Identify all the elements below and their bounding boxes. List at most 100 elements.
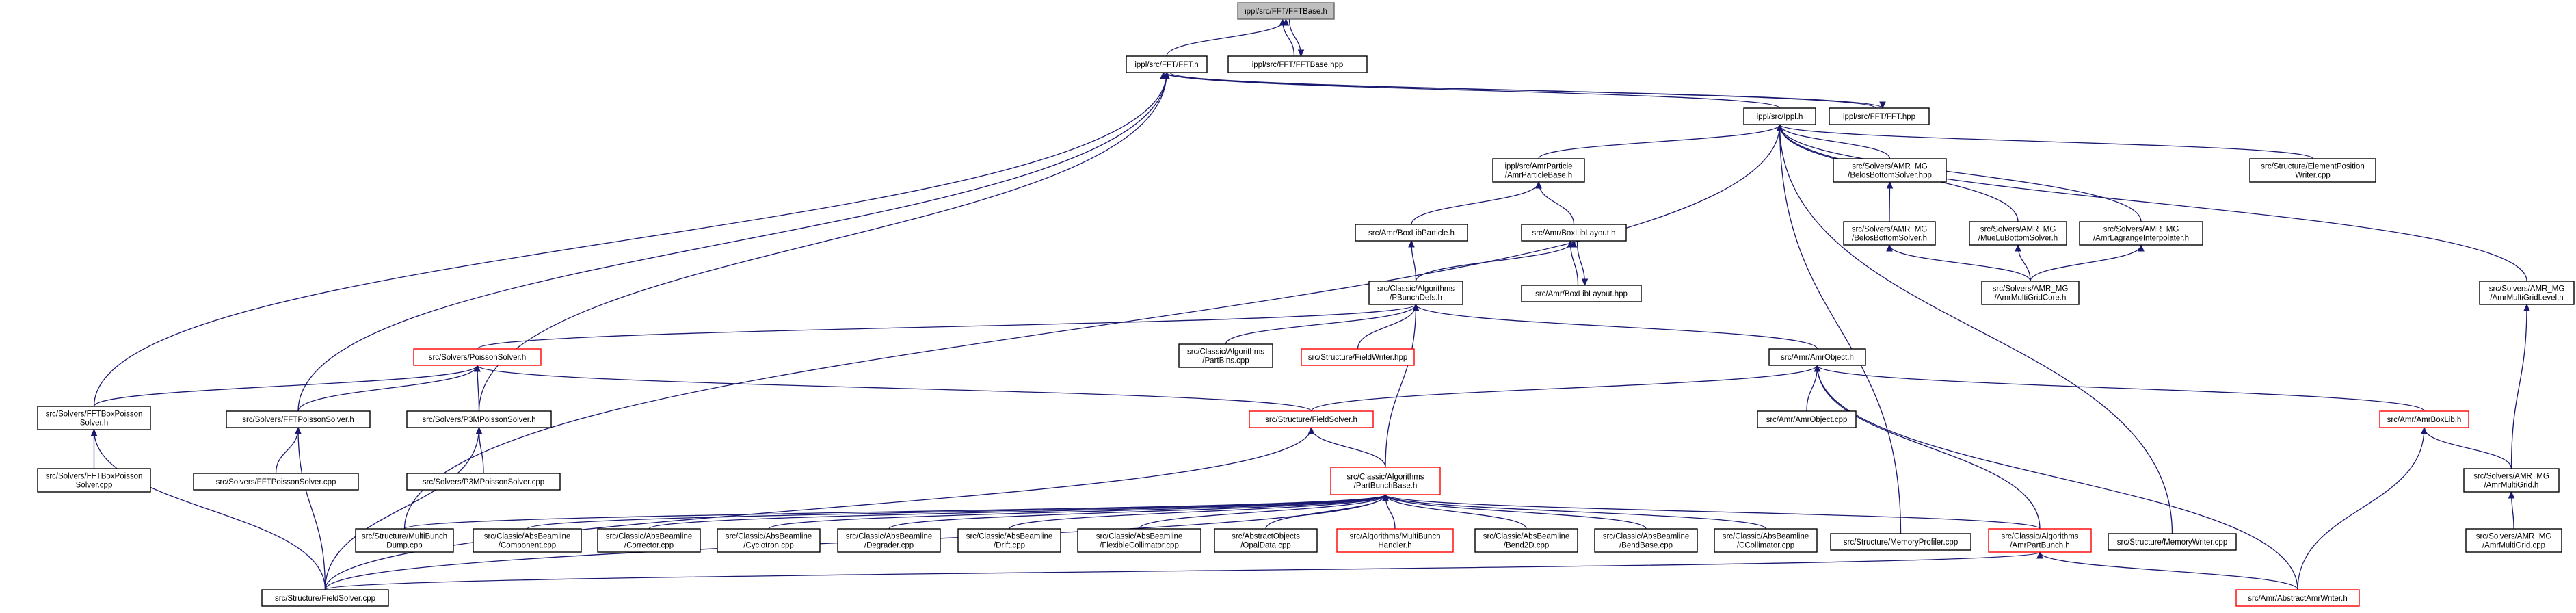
node-ccollimator[interactable]: src/Classic/AbsBeamline/CCollimator.cpp bbox=[1714, 528, 1818, 553]
node-fftbase_hpp[interactable]: ippl/src/FFT/FFTBase.hpp bbox=[1227, 55, 1368, 73]
node-box bbox=[1301, 348, 1415, 366]
node-multigridcore[interactable]: src/Solvers/AMR_MG/AmrMultiGridCore.h bbox=[1981, 281, 2080, 305]
edge-fftboxpoisson_h-to-poissonsolver bbox=[93, 364, 481, 407]
edge-line bbox=[1385, 494, 2041, 530]
node-fftpoisson_h[interactable]: src/Solvers/FFTPoissonSolver.h bbox=[226, 410, 371, 428]
node-fft_h[interactable]: ippl/src/FFT/FFT.h bbox=[1126, 55, 1208, 73]
node-amrparticlebase[interactable]: ippl/src/AmrParticle/AmrParticleBase.h bbox=[1492, 158, 1585, 183]
node-boxliblayout_hpp[interactable]: src/Amr/BoxLibLayout.hpp bbox=[1521, 285, 1642, 302]
node-memorywriter[interactable]: src/Structure/MemoryWriter.cpp bbox=[2108, 533, 2237, 551]
node-box bbox=[1594, 528, 1698, 553]
node-fftbase_h[interactable]: ippl/src/FFT/FFTBase.h bbox=[1237, 2, 1335, 20]
node-box bbox=[1981, 281, 2080, 305]
node-fieldsolver_h[interactable]: src/Structure/FieldSolver.h bbox=[1249, 410, 1374, 428]
node-corrector[interactable]: src/Classic/AbsBeamline/Corrector.cpp bbox=[597, 528, 701, 553]
node-box bbox=[1336, 528, 1454, 553]
node-box bbox=[226, 410, 371, 428]
node-lagrange[interactable]: src/Solvers/AMR_MG/AmrLagrangeInterpolat… bbox=[2079, 221, 2203, 246]
node-boxliblayout_h[interactable]: src/Amr/BoxLibLayout.h bbox=[1521, 224, 1627, 242]
node-label: src/Classic/AbsBeamline bbox=[846, 533, 933, 541]
node-partbins[interactable]: src/Classic/Algorithms/PartBins.cpp bbox=[1178, 343, 1273, 368]
node-amrboxlib[interactable]: src/Amr/AmrBoxLib.h bbox=[2379, 410, 2469, 428]
node-p3m_cpp[interactable]: src/Solvers/P3MPoissonSolver.cpp bbox=[406, 473, 561, 491]
node-opaldata[interactable]: src/AbstractObjects/OpalData.cpp bbox=[1214, 528, 1318, 553]
node-box bbox=[1714, 528, 1818, 553]
node-label: src/Amr/AmrBoxLib.h bbox=[2387, 416, 2462, 424]
edge-line bbox=[1166, 72, 1781, 109]
edge-fftbase_h-to-fftbase_hpp bbox=[1288, 18, 1305, 57]
node-amrobject_h[interactable]: src/Amr/AmrObject.h bbox=[1768, 348, 1866, 366]
node-label: /AmrPartBunch.h bbox=[2010, 542, 2070, 550]
node-box bbox=[406, 410, 552, 428]
node-pbunchdefs[interactable]: src/Classic/Algorithms/PBunchDefs.h bbox=[1368, 281, 1463, 305]
node-abstractamrwriter[interactable]: src/Amr/AbstractAmrWriter.h bbox=[2235, 589, 2360, 607]
node-box bbox=[1969, 221, 2067, 246]
node-box bbox=[717, 528, 821, 553]
node-label: /Corrector.cpp bbox=[624, 542, 674, 550]
edge-line bbox=[93, 365, 478, 407]
edge-boxlibparticle-to-amrparticlebase bbox=[1411, 181, 1542, 225]
node-label: /AmrMultiGridCore.h bbox=[1995, 294, 2067, 302]
node-amrmultigrid_h[interactable]: src/Solvers/AMR_MG/AmrMultiGrid.h bbox=[2463, 468, 2560, 493]
node-label: src/Classic/AbsBeamline bbox=[726, 533, 812, 541]
node-label: /PartBunchBase.h bbox=[1354, 482, 1418, 491]
node-p3m_h[interactable]: src/Solvers/P3MPoissonSolver.h bbox=[406, 410, 552, 428]
node-label: src/Solvers/AMR_MG bbox=[2489, 285, 2565, 294]
node-label: Handler.h bbox=[1378, 542, 1411, 550]
node-poissonsolver[interactable]: src/Solvers/PoissonSolver.h bbox=[413, 348, 542, 366]
edge-line bbox=[1139, 494, 1386, 530]
node-label: /Drift.cpp bbox=[994, 542, 1025, 550]
node-fieldwriter[interactable]: src/Structure/FieldWriter.hpp bbox=[1301, 348, 1415, 366]
node-fieldsolver_cpp[interactable]: src/Structure/FieldSolver.cpp bbox=[261, 589, 389, 607]
node-fft_hpp[interactable]: ippl/src/FFT/FFT.hpp bbox=[1829, 107, 1930, 125]
node-component[interactable]: src/Classic/AbsBeamline/Component.cpp bbox=[473, 528, 582, 553]
node-bendbase[interactable]: src/Classic/AbsBeamline/BendBase.cpp bbox=[1594, 528, 1698, 553]
node-flexiblecollimator[interactable]: src/Classic/AbsBeamline/FlexibleCollimat… bbox=[1077, 528, 1201, 553]
edge-arrowhead bbox=[90, 428, 98, 436]
edge-multigridcore-to-lagrange bbox=[2030, 244, 2145, 282]
node-ippl_h[interactable]: ippl/src/Ippl.h bbox=[1743, 107, 1816, 125]
edge-arrowhead bbox=[1382, 493, 1389, 501]
edge-arrowhead bbox=[295, 426, 302, 434]
edge-arrowhead bbox=[1567, 239, 1574, 248]
node-amrpartbunch[interactable]: src/Classic/Algorithms/AmrPartBunch.h bbox=[1988, 528, 2092, 553]
edge-arrowhead bbox=[2508, 491, 2515, 499]
node-partbunchbase[interactable]: src/Classic/Algorithms/PartBunchBase.h bbox=[1330, 467, 1441, 495]
node-amrmultigrid_cpp[interactable]: src/Solvers/AMR_MG/AmrMultiGrid.cpp bbox=[2465, 528, 2562, 553]
node-fftpoisson_cpp[interactable]: src/Solvers/FFTPoissonSolver.cpp bbox=[193, 473, 359, 491]
node-box bbox=[1368, 281, 1463, 305]
node-label: /CCollimator.cpp bbox=[1737, 542, 1794, 550]
edge-line bbox=[1415, 304, 1818, 350]
node-memoryprofiler[interactable]: src/Structure/MemoryProfiler.cpp bbox=[1830, 533, 1971, 551]
node-bottomsolver_h[interactable]: src/Solvers/AMR_MG/BelosBottomSolver.h bbox=[1843, 221, 1936, 246]
node-mueluboottom[interactable]: src/Solvers/AMR_MG/MueLuBottomSolver.h bbox=[1969, 221, 2067, 246]
node-bottomsolver_hpp[interactable]: src/Solvers/AMR_MG/BelosBottomSolver.hpp bbox=[1833, 158, 1947, 183]
edge-line bbox=[1357, 304, 1417, 350]
node-boxlibparticle[interactable]: src/Amr/BoxLibParticle.h bbox=[1355, 224, 1468, 242]
edge-p3m_h-to-poissonsolver bbox=[474, 364, 481, 412]
node-cyclotron[interactable]: src/Classic/AbsBeamline/Cyclotron.cpp bbox=[717, 528, 821, 553]
node-multigridlevel[interactable]: src/Solvers/AMR_MG/AmrMultiGridLevel.h bbox=[2479, 281, 2575, 305]
edge-line bbox=[1169, 72, 1883, 109]
edge-bend2d-to-partbunchbase bbox=[1382, 493, 1527, 530]
node-drift[interactable]: src/Classic/AbsBeamline/Drift.cpp bbox=[957, 528, 1061, 553]
node-bend2d[interactable]: src/Classic/AbsBeamline/Bend2D.cpp bbox=[1474, 528, 1578, 553]
node-degrader[interactable]: src/Classic/AbsBeamline/Degrader.cpp bbox=[837, 528, 941, 553]
node-label: src/Solvers/PoissonSolver.h bbox=[429, 354, 527, 362]
node-label: /BelosBottomSolver.h bbox=[1852, 235, 1927, 243]
edge-line bbox=[1385, 494, 1527, 530]
nodes-layer: ippl/src/FFT/FFTBase.h ippl/src/FFT/FFTBa… bbox=[37, 2, 2575, 607]
node-label: src/Solvers/AMR_MG bbox=[1980, 226, 2056, 234]
edge-line bbox=[2039, 551, 2298, 590]
node-box bbox=[1492, 158, 1585, 183]
edge-line bbox=[275, 427, 299, 474]
edge-line bbox=[1779, 124, 2142, 222]
node-amrobject_cpp[interactable]: src/Amr/AmrObject.cpp bbox=[1757, 410, 1857, 428]
edge-boxliblayout_h-to-boxliblayout_hpp bbox=[1576, 240, 1589, 287]
